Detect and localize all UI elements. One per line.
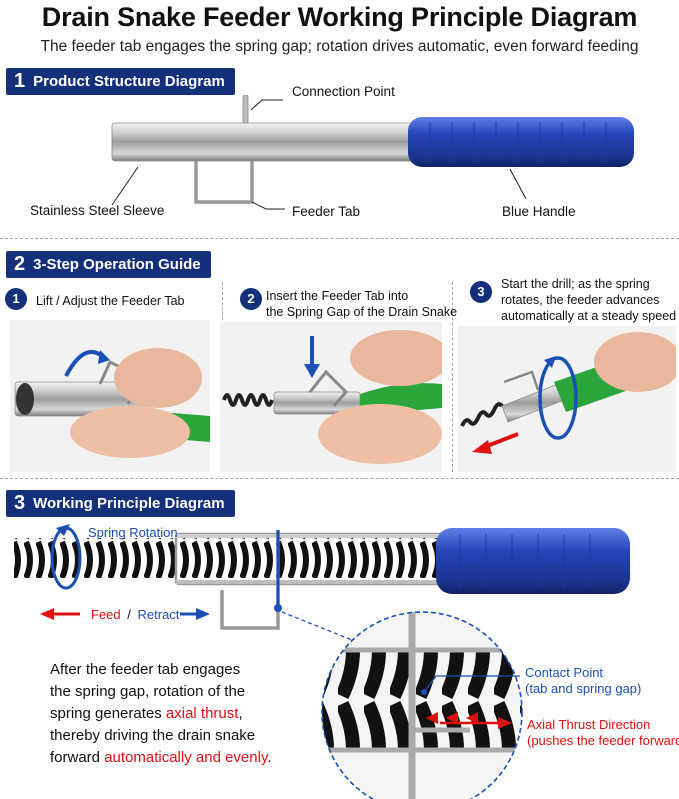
section-number: 1: [14, 70, 26, 92]
page-title: Drain Snake Feeder Working Principle Dia…: [41, 2, 638, 32]
section-number: 3: [14, 492, 26, 514]
paragraph-text: forward: [50, 749, 105, 766]
section-label: Working Principle Diagram: [33, 495, 225, 512]
blue-handle-shape: [436, 528, 630, 594]
label-blue-handle: Blue Handle: [502, 204, 576, 219]
step-number-3: 3: [470, 281, 492, 303]
highlight-axial-thrust: axial thrust: [165, 705, 239, 722]
label-axial-thrust: Axial Thrust Direction: [527, 717, 651, 732]
step-2-text-line1: Insert the Feeder Tab into: [266, 289, 409, 303]
principle-paragraph: After the feeder tab engages the spring …: [50, 659, 330, 769]
working-principle-illustration: [14, 524, 630, 799]
section-label: Product Structure Diagram: [33, 73, 225, 90]
paragraph-line: After the feeder tab engages: [50, 661, 241, 678]
step-3-text-line3: automatically at a steady speed: [501, 309, 677, 323]
step-number-1: 1: [5, 288, 27, 310]
spring-coil-shape: [14, 538, 444, 578]
label-retract: Retract: [137, 607, 180, 622]
paragraph-line: forward automatically and evenly.: [50, 747, 330, 769]
label-feed-retract: Feed / Retract: [91, 607, 179, 622]
label-contact-point: Contact Point: [525, 665, 604, 680]
paragraph-text: ,: [238, 705, 243, 722]
connection-pin-shape: [242, 95, 249, 128]
label-stainless-sleeve: Stainless Steel Sleeve: [30, 203, 165, 218]
section-label: 3-Step Operation Guide: [33, 256, 201, 273]
step-1-photo: [10, 320, 210, 472]
section-divider: [0, 238, 679, 239]
paragraph-text: spring generates: [50, 705, 166, 722]
section-divider: [0, 478, 679, 479]
step-2-photo: [220, 322, 442, 472]
paragraph-line: the spring gap, rotation of the: [50, 683, 246, 700]
product-structure-illustration: [111, 95, 634, 210]
label-contact-point-sub: (tab and spring gap): [525, 681, 642, 696]
section-badge-principle: 3 Working Principle Diagram: [6, 490, 235, 517]
paragraph-text: .: [267, 749, 272, 766]
page-subtitle: The feeder tab engages the spring gap; r…: [40, 38, 639, 55]
step-separator: [452, 282, 453, 472]
feeder-tab-shape: [194, 158, 254, 204]
step-3-text-line2: rotates, the feeder advances: [501, 293, 660, 307]
step-2-text-line2: the Spring Gap of the Drain Snake: [266, 305, 458, 319]
section-badge-structure: 1 Product Structure Diagram: [6, 68, 235, 95]
blue-handle-shape: [408, 117, 634, 167]
paragraph-line: thereby driving the drain snake: [50, 727, 256, 744]
label-spring-rotation: Spring Rotation: [88, 525, 178, 540]
paragraph-line: spring generates axial thrust,: [50, 703, 330, 725]
step-3-photo: [458, 326, 676, 472]
label-connection-point: Connection Point: [292, 84, 395, 99]
step-3-text-line1: Start the drill; as the spring: [501, 277, 650, 291]
section-number: 2: [14, 253, 26, 275]
label-feed: Feed: [91, 607, 121, 622]
zoom-detail-circle: [322, 612, 522, 799]
section-badge-operation: 2 3-Step Operation Guide: [6, 251, 211, 278]
label-feeder-tab: Feeder Tab: [292, 204, 361, 219]
step-1-text: Lift / Adjust the Feeder Tab: [36, 294, 185, 308]
step-number-2: 2: [240, 288, 262, 310]
highlight-automatic: automatically and evenly: [104, 749, 268, 766]
label-slash: /: [127, 607, 131, 622]
stainless-sleeve-shape: [111, 122, 418, 162]
label-axial-thrust-sub: (pushes the feeder forward): [527, 733, 679, 748]
